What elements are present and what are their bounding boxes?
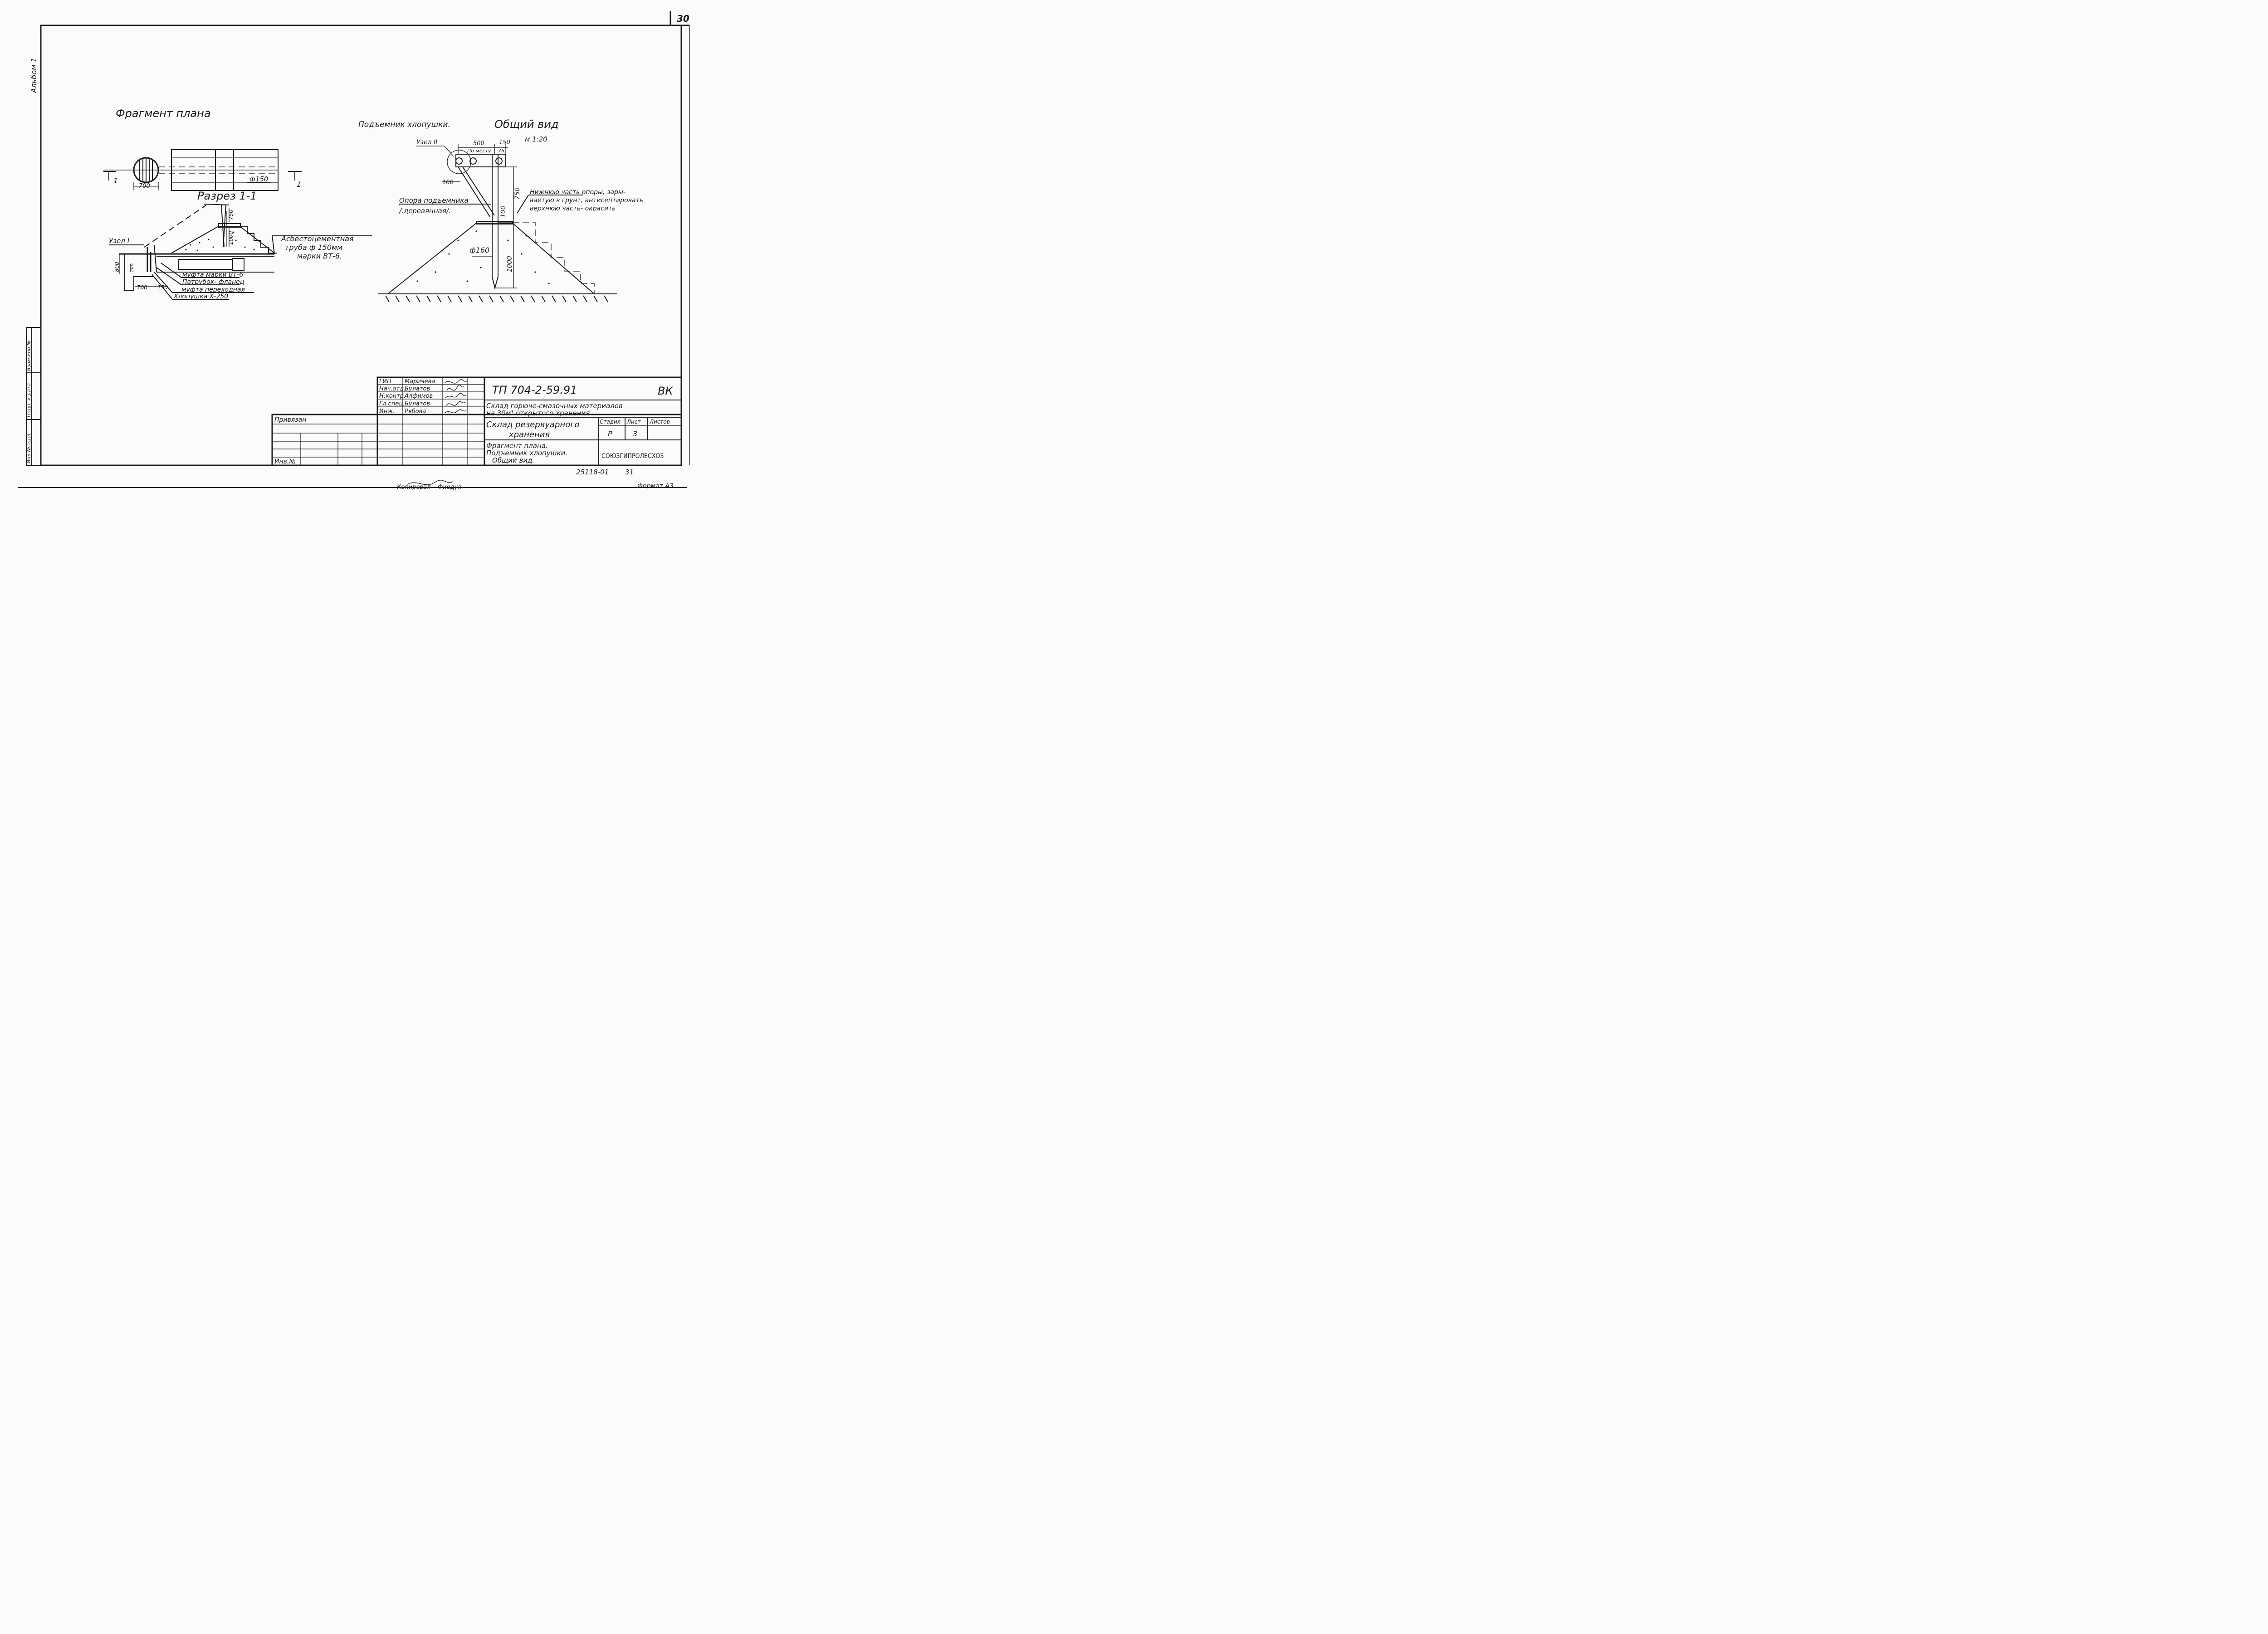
lift-dim-750: 750 <box>514 187 521 200</box>
label-transition: муфта переходная <box>181 286 245 293</box>
stage-label: Стадия <box>600 419 621 425</box>
strip-label-sign: Подп. и дата <box>26 383 32 417</box>
role-0: ГИП <box>379 378 391 385</box>
section-dim-750: 750 <box>228 210 234 220</box>
lift-view-title: Общий вид <box>494 118 558 131</box>
lift-dim-76: 76 <box>498 148 504 154</box>
label-flange: Патрубок- фланец <box>182 278 244 286</box>
pipe-note-2: труба ф 150мм <box>285 243 342 252</box>
lift-dim-100-top: 100 <box>442 179 454 186</box>
sheet-value: 3 <box>633 429 637 438</box>
copied-by-label: Копировал <box>397 484 430 491</box>
section-view <box>109 204 372 300</box>
drawing-line-3: Общий вид. <box>492 456 534 464</box>
plan-dim-700: 700 <box>139 183 150 190</box>
stage-value: Р <box>608 429 612 438</box>
org-name: СОЮЗГИПРОЛЕСХОЗ <box>601 453 664 460</box>
name-1: Булатов <box>405 385 430 392</box>
lift-dim-100-mid: 100 <box>500 205 507 218</box>
label-flap: Хлопушка Х-250 <box>173 293 228 300</box>
section-dim-150: 150 <box>157 284 168 291</box>
lift-title: Подъемник хлопушки. <box>358 120 450 129</box>
lift-scale: м 1:20 <box>525 135 547 143</box>
lift-node-label: Узел II <box>416 139 437 146</box>
bound-label: Привязан <box>274 416 306 424</box>
sheets-label: Листов <box>649 419 670 425</box>
part-line-1: Склад резервуарного <box>486 420 580 429</box>
role-4: Инж. <box>379 408 395 415</box>
archive-sheet: 31 <box>625 468 634 476</box>
format-label: Формат А3 <box>637 483 674 490</box>
inv-label: Инв.№ <box>274 458 296 465</box>
lift-dim-place: По месту <box>467 148 491 154</box>
section-dim-200: 200 <box>130 263 135 272</box>
copied-by-sign: Фиедуя <box>438 484 461 491</box>
project-code: ТП 704-2-59.91 <box>492 384 577 396</box>
section-code: ВК <box>658 385 673 397</box>
name-2: Алфимов <box>404 393 433 400</box>
section-dim-700: 700 <box>137 284 147 291</box>
lift-view <box>378 144 617 294</box>
lift-dim-150: 150 <box>499 139 510 146</box>
plan-pipe-dim: ф150 <box>249 175 268 183</box>
section-node-label: Узел I <box>109 237 130 245</box>
lift-ground <box>385 295 608 302</box>
title-block-grid <box>271 376 682 466</box>
treat-note-3: верхнюю часть- окрасить <box>530 205 616 212</box>
section-dim-1000: 1000 <box>228 231 234 245</box>
signatures <box>407 379 468 485</box>
sheet-label: Лист <box>626 419 641 425</box>
drawing-sheet: 30 Альбом 1 Инв.№подл. Подп. и дата Взам… <box>18 11 690 491</box>
plan-title: Фрагмент плана <box>116 107 211 120</box>
strip-label-replace: Взам.инв.№ <box>26 340 32 371</box>
name-3: Булатов <box>405 400 430 407</box>
name-4: Рябова <box>405 408 426 415</box>
lift-dim-160: ф160 <box>469 246 489 254</box>
lift-sand <box>416 230 550 284</box>
object-line-2: на 30м³ открытого хранения <box>486 409 590 417</box>
section-mark-right: 1 <box>297 180 301 189</box>
page-number: 30 <box>677 13 689 24</box>
part-line-2: хранения <box>508 430 550 439</box>
support-note-2: /.деревянная/. <box>398 207 451 215</box>
name-0: Маричева <box>405 378 435 385</box>
support-note-1: Опора подъемника <box>399 196 469 205</box>
role-3: Гл.спец. <box>379 400 405 407</box>
lift-dim-1000: 1000 <box>506 256 513 272</box>
treat-note-2: ваетую в грунт, антисептировать <box>530 197 643 204</box>
object-line-1: Склад горюче-смазочных материалов <box>486 402 623 410</box>
section-sand <box>185 231 255 251</box>
left-strip <box>26 327 41 466</box>
strip-label-inv: Инв.№подл. <box>26 432 32 463</box>
role-1: Нач.отд. <box>379 385 406 392</box>
plan-view <box>103 149 302 191</box>
treat-note-1: Нижнюю часть опоры, зары- <box>530 189 626 196</box>
label-coupling: муфта марки ВТ-6 <box>182 271 243 278</box>
pipe-note-1: Асбестоцементная <box>281 234 354 243</box>
drawing-line-2: Подъемник хлопушки. <box>486 449 567 457</box>
archive-code: 25118-01 <box>576 468 609 476</box>
drawing-line-1: Фрагмент плана. <box>486 442 548 450</box>
album-label: Альбом 1 <box>29 58 38 93</box>
section-title: Разрез 1-1 <box>197 190 257 202</box>
section-mark-left: 1 <box>113 176 118 185</box>
section-dim-800: 800 <box>114 262 120 272</box>
lift-dim-500: 500 <box>473 140 484 147</box>
role-2: Н.контр. <box>379 393 406 400</box>
pipe-note-3: марки ВТ-6. <box>297 252 342 260</box>
